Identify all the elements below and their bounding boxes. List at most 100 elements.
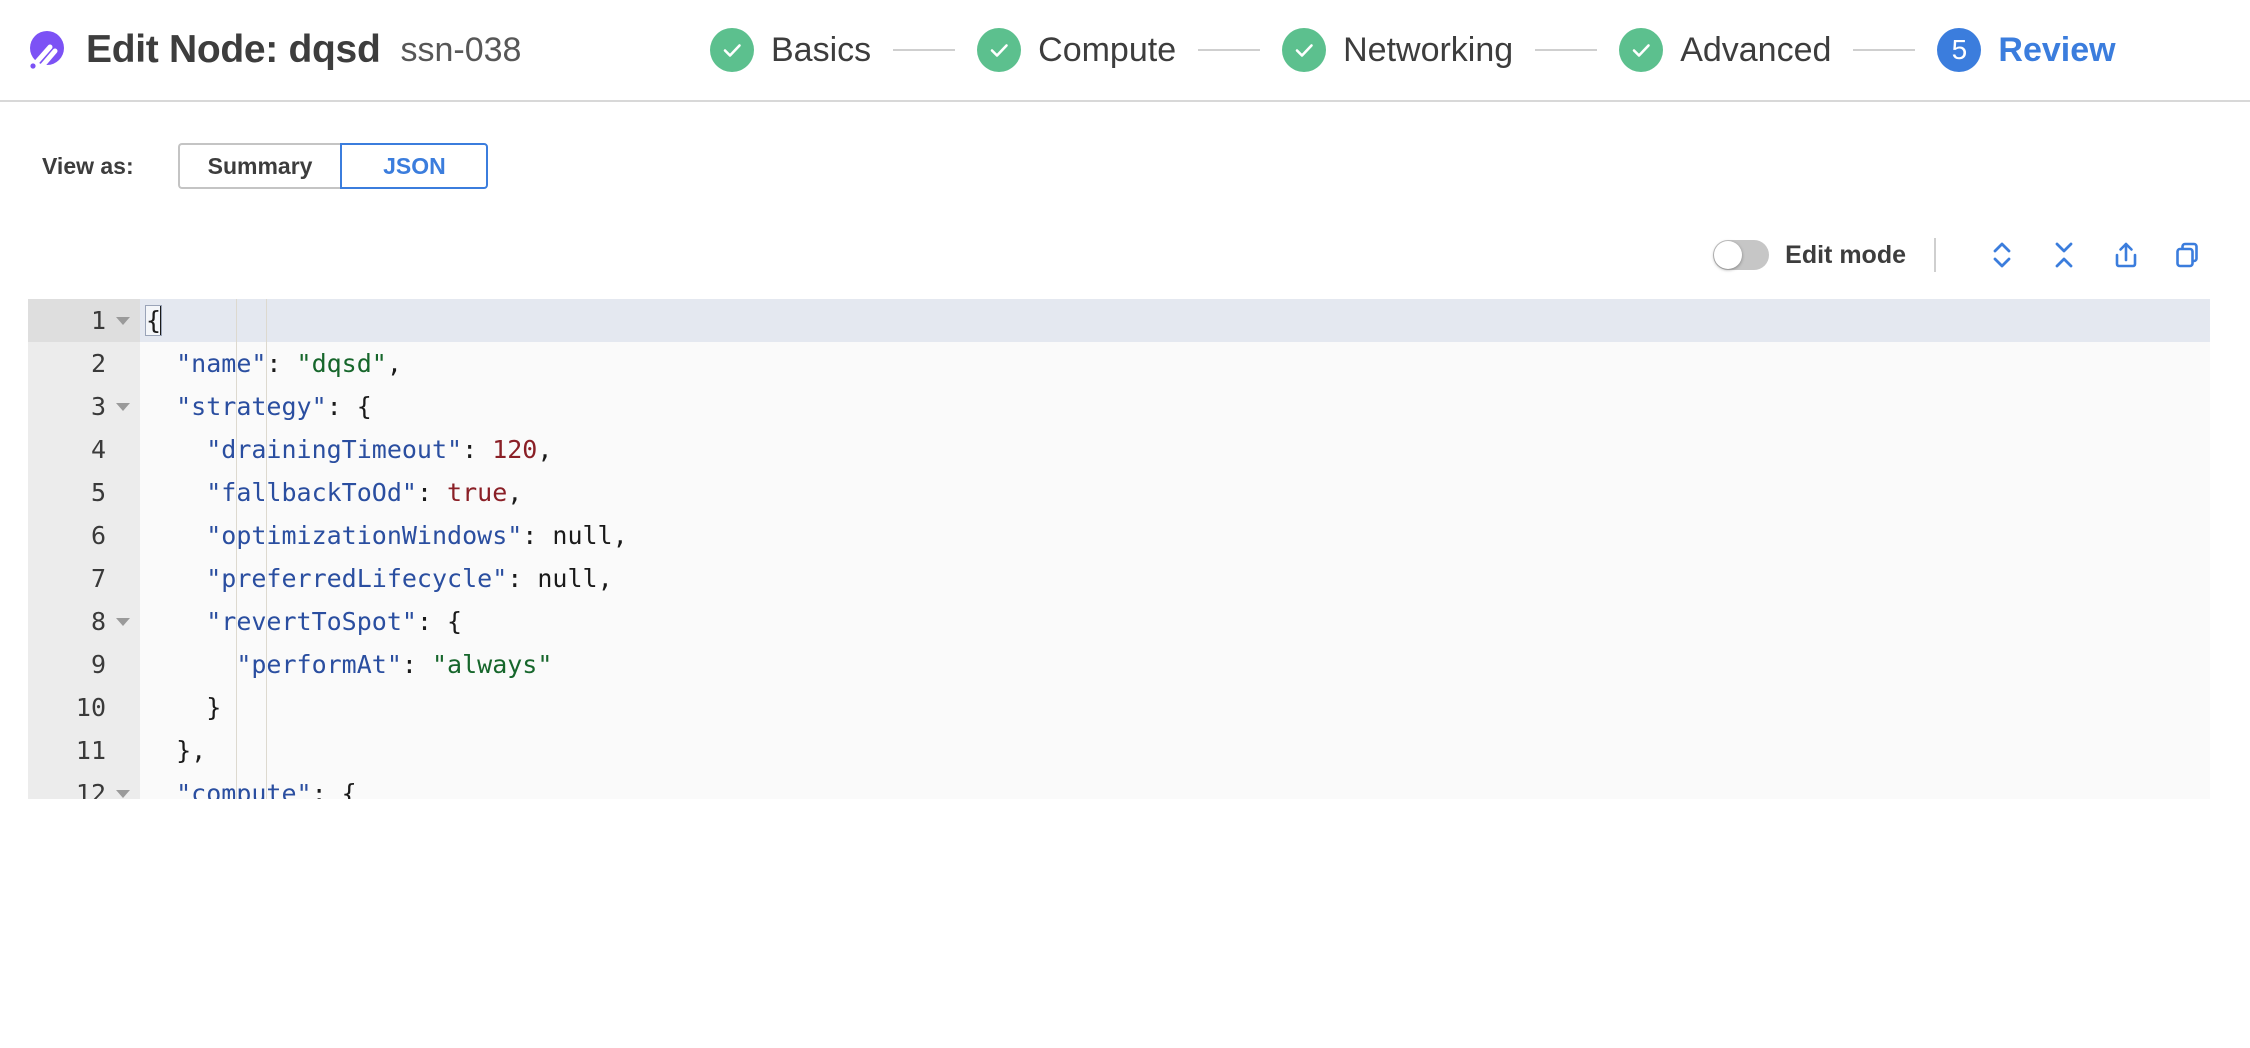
code-indent [146,607,206,636]
gutter-line: 2 [28,342,140,385]
view-as-row: View as: Summary JSON [0,143,2250,189]
edit-mode-toggle-knob [1714,241,1743,269]
page-title: Edit Node: dqsd [86,28,381,71]
line-number: 1 [90,306,106,335]
gutter-line: 4 [28,428,140,471]
line-number: 7 [90,564,106,593]
view-as-segmented-control[interactable]: Summary JSON [177,143,489,189]
step-number: 5 [1951,34,1968,65]
fold-toggle-icon[interactable] [112,789,134,798]
token-punc: : [522,521,553,550]
token-key: "optimizationWindows" [206,521,523,550]
step-complete-badge [1282,28,1327,72]
line-number: 6 [90,521,106,550]
check-icon [1295,44,1313,57]
code-line[interactable]: }, [140,729,2210,772]
code-indent [146,435,206,464]
token-key: "performAt" [236,650,402,679]
editor-code-area[interactable]: { "name": "dqsd", "strategy": { "drainin… [140,299,2210,799]
code-indent [146,779,176,799]
step-complete-badge [710,28,754,72]
spot-logo-icon [22,28,66,72]
wizard-stepper: Basics Compute Networking Advanced 5 Review [700,0,2116,100]
token-punc: , [537,435,553,464]
code-line[interactable]: "drainingTimeout": 120, [140,428,2210,471]
step-complete-badge [1619,28,1664,72]
gutter-line: 3 [28,385,140,428]
json-editor[interactable]: 1234567891011121314151617 { "name": "dqs… [28,299,2210,799]
editor-gutter[interactable]: 1234567891011121314151617 [28,299,140,799]
token-key: "strategy" [176,392,327,421]
stepper-item-compute[interactable]: Compute [977,28,1176,72]
step-connector [1853,49,1916,51]
token-punc: : { [416,607,463,636]
token-punc: : { [326,392,372,421]
expand-all-icon[interactable] [1982,235,2022,275]
code-line[interactable]: "preferredLifecycle": null, [140,557,2210,600]
line-number: 4 [90,435,106,464]
token-punc: , [597,564,613,593]
code-line[interactable]: "fallbackToOd": true, [140,471,2210,514]
editor-toolbar: Edit mode [0,233,2250,277]
code-line[interactable]: "performAt": "always" [140,643,2210,686]
indent-guide [236,299,237,799]
code-line[interactable]: } [140,686,2210,729]
edit-mode-toggle[interactable] [1713,240,1770,270]
token-num: 120 [492,435,538,464]
code-indent [146,650,236,679]
line-number: 2 [90,349,106,378]
code-line[interactable]: "strategy": { [140,385,2210,428]
token-key: "name" [176,349,267,378]
code-line[interactable]: "compute": { [140,772,2210,799]
token-str: "always" [432,650,553,679]
page-header: Edit Node: dqsd ssn-038 Basics Compute Net… [0,0,2250,102]
token-punc: , [386,349,402,378]
stepper-item-review[interactable]: 5 Review [1937,28,2116,72]
token-key: "drainingTimeout" [206,435,463,464]
token-key: "revertToSpot" [206,607,417,636]
toolbar-divider [1934,238,1936,272]
gutter-line: 7 [28,557,140,600]
token-punc: : [507,564,538,593]
code-indent [146,736,176,765]
stepper-item-label: Review [1998,30,2116,69]
step-number-badge: 5 [1937,28,1982,72]
code-line[interactable]: { [140,299,2210,342]
line-number: 12 [75,779,106,799]
view-as-summary-button[interactable]: Summary [177,143,341,189]
step-connector [893,49,956,51]
gutter-line: 12 [28,772,140,799]
stepper-item-basics[interactable]: Basics [710,28,871,72]
fold-toggle-icon[interactable] [112,617,134,626]
line-number: 3 [90,392,106,421]
stepper-item-advanced[interactable]: Advanced [1619,28,1831,72]
token-null: null [537,564,598,593]
token-punc: } [206,693,222,722]
step-connector [1198,49,1261,51]
token-punc: : [416,478,448,507]
line-number: 10 [75,693,106,722]
stepper-item-networking[interactable]: Networking [1282,28,1513,72]
code-line[interactable]: "name": "dqsd", [140,342,2210,385]
token-punc: : [401,650,432,679]
fold-toggle-icon[interactable] [112,402,134,411]
text-cursor [160,305,163,335]
step-complete-badge [977,28,1022,72]
collapse-all-icon[interactable] [2044,235,2084,275]
code-line[interactable]: "revertToSpot": { [140,600,2210,643]
stepper-item-label: Compute [1038,30,1177,69]
export-icon[interactable] [2106,235,2146,275]
gutter-line: 11 [28,729,140,772]
view-as-json-button[interactable]: JSON [340,143,489,189]
brand-block: Edit Node: dqsd ssn-038 [0,28,521,72]
code-indent [146,392,176,421]
copy-icon[interactable] [2168,235,2208,275]
code-line[interactable]: "optimizationWindows": null, [140,514,2210,557]
node-id: ssn-038 [400,30,522,69]
code-indent [146,521,206,550]
fold-toggle-icon[interactable] [112,316,134,325]
indent-guide [266,299,267,799]
view-as-label: View as: [42,152,134,179]
line-number: 5 [90,478,106,507]
check-icon [723,44,741,57]
